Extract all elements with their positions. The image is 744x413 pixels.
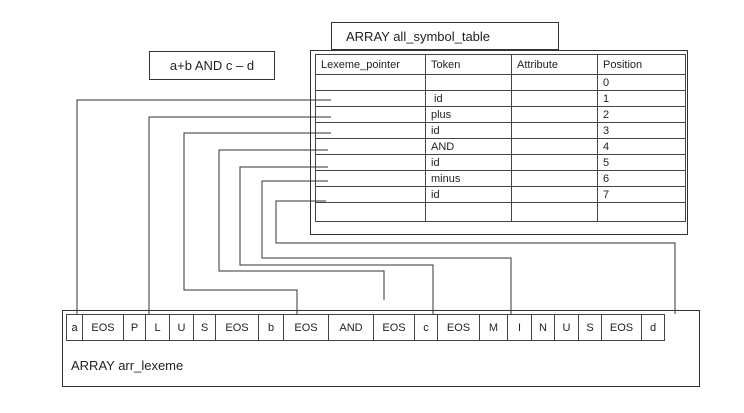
- lexeme-cell: b: [258, 314, 284, 341]
- expression-box: a+b AND c – d: [149, 51, 275, 80]
- lexeme-cell: EOS: [215, 314, 259, 341]
- table-row: [315, 202, 686, 222]
- table-row: id 7: [315, 186, 686, 203]
- lexeme-cell: d: [641, 314, 665, 341]
- pointer-line-2: [148, 116, 331, 314]
- lexeme-cell: AND: [328, 314, 374, 341]
- pointer-line-6: [261, 180, 512, 314]
- lexeme-cell: L: [145, 314, 170, 341]
- symbol-table-title-box: ARRAY all_symbol_table: [331, 22, 559, 50]
- lexeme-cell: c: [414, 314, 438, 341]
- lexeme-cell: EOS: [437, 314, 480, 341]
- expression-text: a+b AND c – d: [169, 58, 255, 73]
- position-cell: [597, 202, 686, 222]
- symbol-table-title: ARRAY all_symbol_table: [346, 28, 491, 44]
- table-row: id 5: [315, 154, 686, 171]
- symbol-table: Lexeme_pointer Token Attribute Position …: [315, 54, 686, 222]
- lexeme-cell: EOS: [373, 314, 415, 341]
- lexeme-cell: N: [531, 314, 555, 341]
- table-row: minus 6: [315, 170, 686, 187]
- pointer-line-3: [183, 132, 331, 314]
- table-row: id 1: [315, 90, 686, 107]
- header-lexeme-pointer: Lexeme_pointer: [315, 54, 426, 75]
- lexeme-array-row: a EOS P L U S EOS b EOS AND EOS c EOS M …: [66, 314, 665, 341]
- lexeme-array-label: ARRAY arr_lexeme: [71, 358, 184, 373]
- pointer-line-1: [76, 99, 331, 314]
- pointer-line-4: [218, 149, 385, 300]
- lexeme-cell: I: [507, 314, 532, 341]
- lexeme-cell: U: [554, 314, 579, 341]
- table-row: plus 2: [315, 106, 686, 123]
- lexeme-cell: U: [169, 314, 194, 341]
- pointer-line-7: [275, 200, 676, 314]
- pointer-line-5: [239, 166, 434, 314]
